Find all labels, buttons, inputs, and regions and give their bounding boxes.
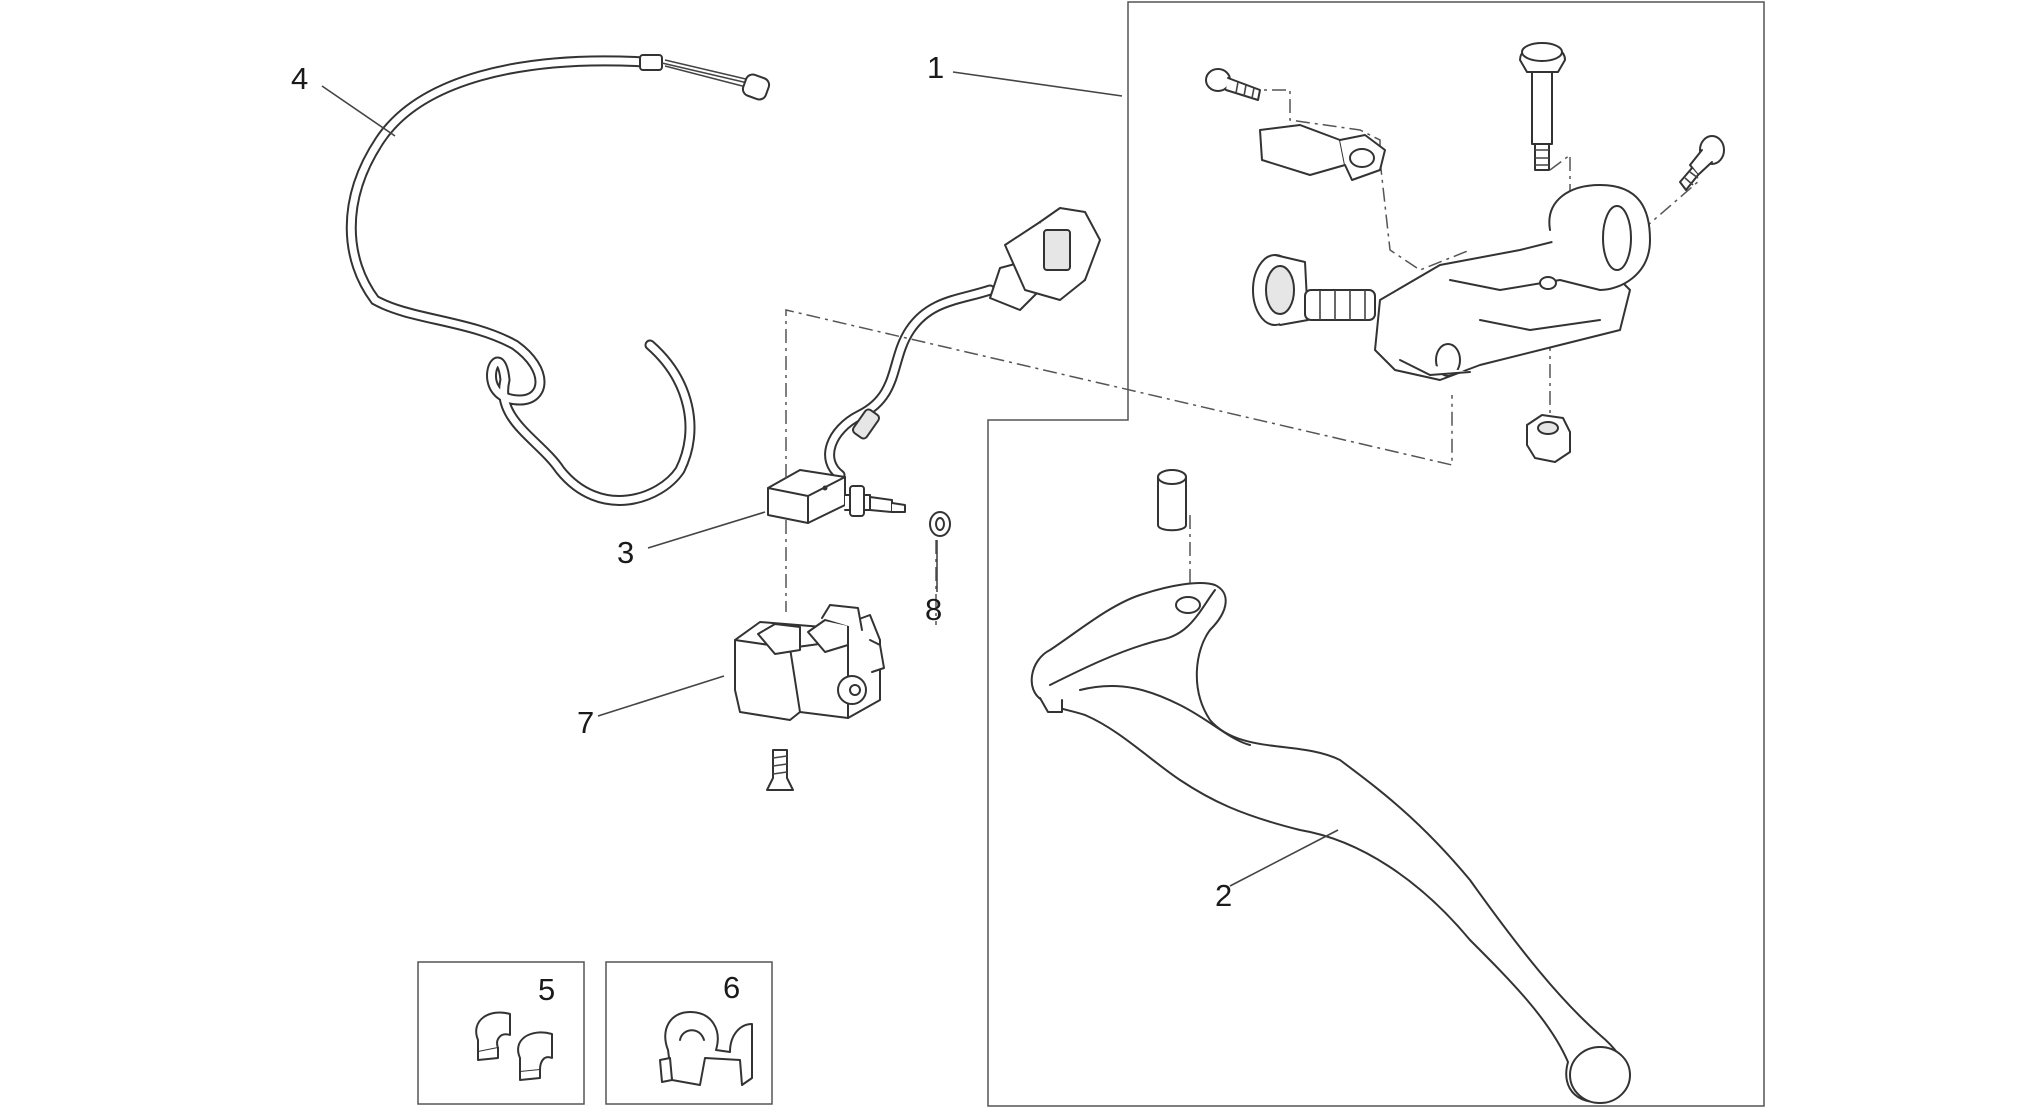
- clutch-switch-icon: [767, 207, 1101, 524]
- hex-nut-icon: [1526, 414, 1571, 463]
- leader-lines: [321, 71, 1339, 887]
- callout-4: 4: [291, 61, 308, 96]
- callout-7: 7: [577, 705, 594, 740]
- small-screw-icon: [1205, 68, 1261, 101]
- lever-perch-icon: [1374, 184, 1651, 381]
- assembly-frame: [987, 1, 1765, 1107]
- double-cable-clip-icon: [659, 1011, 753, 1086]
- adjuster-knob-icon: [1252, 254, 1376, 326]
- switch-holder-icon: [734, 604, 885, 721]
- inset-box-5: [417, 961, 585, 1105]
- callout-6: 6: [723, 970, 740, 1005]
- washer-icon: [929, 511, 951, 537]
- clutch-cable-icon: [345, 54, 771, 506]
- callout-2: 2: [1215, 878, 1232, 913]
- pin-bolt-icon: [1519, 42, 1566, 171]
- screw-icon: [766, 749, 794, 791]
- callout-8: 8: [925, 592, 942, 627]
- clamp-plate-icon: [1259, 124, 1386, 181]
- assembly-guide-lines: [785, 89, 1701, 625]
- side-screw-icon: [1679, 135, 1725, 191]
- clutch-lever-mount-assembly-icon: [1157, 42, 1725, 532]
- callout-3: 3: [617, 535, 634, 570]
- callout-1: 1: [927, 50, 944, 85]
- cable-clip-icon: [475, 1011, 553, 1081]
- clutch-lever-icon: [1030, 582, 1631, 1104]
- spacer-bushing-icon: [1157, 469, 1187, 532]
- callout-5: 5: [538, 972, 555, 1007]
- inset-box-6: [605, 961, 773, 1105]
